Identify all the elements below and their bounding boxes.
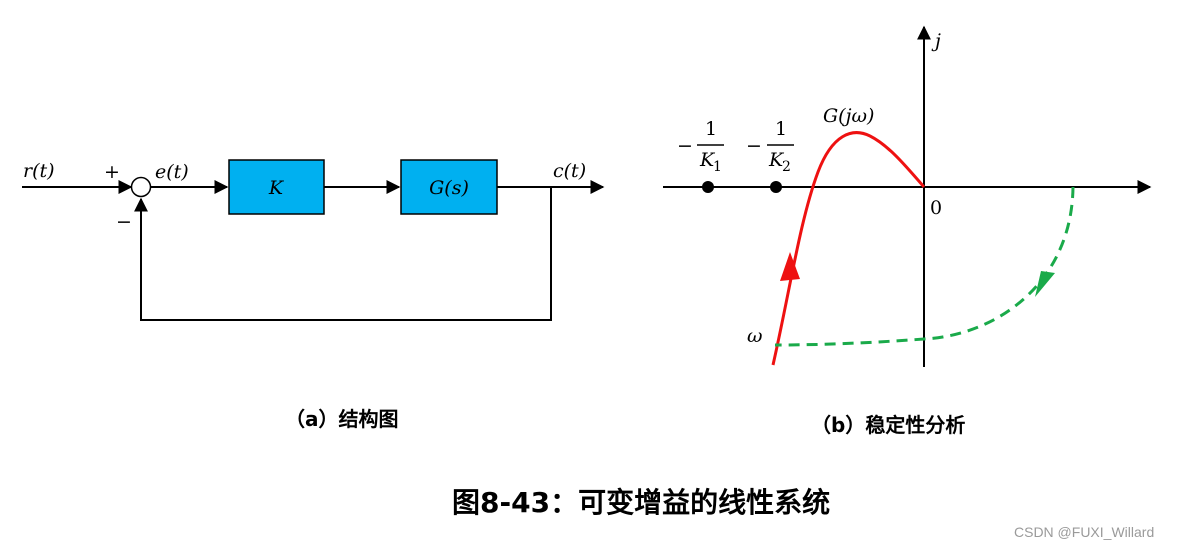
mirror-curve (774, 186, 1075, 347)
point1-label: − 1 K 1 (677, 118, 724, 175)
omega-label: ω (747, 325, 763, 347)
imag-axis-label: j (931, 30, 941, 52)
figure-title: 图8-43：可变增益的线性系统 (452, 486, 830, 519)
watermark: CSDN @FUXI_Willard (1014, 524, 1154, 540)
error-label: e(t) (155, 161, 189, 183)
plant-block (400, 159, 498, 215)
point2-minus: − (746, 135, 762, 157)
gain-block-label: K (268, 177, 285, 199)
point1-numerator: 1 (705, 118, 717, 140)
point1-denominator: K (699, 149, 716, 171)
nyquist-direction-arrow (780, 252, 800, 281)
point2-label: − 1 K 2 (746, 118, 794, 175)
nyquist-curve (771, 131, 926, 366)
caption-b: （b）稳定性分析 (811, 413, 965, 437)
point1-subscript: 1 (713, 159, 722, 175)
block-diagram: r(t) + − e(t) K G(s) c(t) （a）结构图 (22, 159, 605, 431)
caption-a: （a）结构图 (285, 407, 399, 431)
output-label: c(t) (553, 160, 586, 182)
point2-denominator: K (768, 149, 785, 171)
feedback-path (134, 187, 552, 321)
point2-numerator: 1 (775, 118, 787, 140)
mirror-direction-arrow (1035, 271, 1055, 297)
critical-point-k1 (702, 181, 714, 193)
plus-sign: + (104, 161, 120, 183)
critical-point-k2 (770, 181, 782, 193)
point1-minus: − (677, 135, 693, 157)
nyquist-plot: j 0 − 1 K 1 − 1 K 2 G(jω) ω （b）稳定性分析 (663, 25, 1152, 437)
input-label: r(t) (23, 160, 55, 182)
minus-sign: − (116, 211, 132, 233)
point2-subscript: 2 (782, 159, 791, 175)
gain-block (228, 159, 325, 215)
plant-block-label: G(s) (429, 177, 469, 199)
summing-junction (130, 176, 152, 198)
origin-label: 0 (930, 197, 942, 219)
curve-label: G(jω) (823, 105, 874, 127)
